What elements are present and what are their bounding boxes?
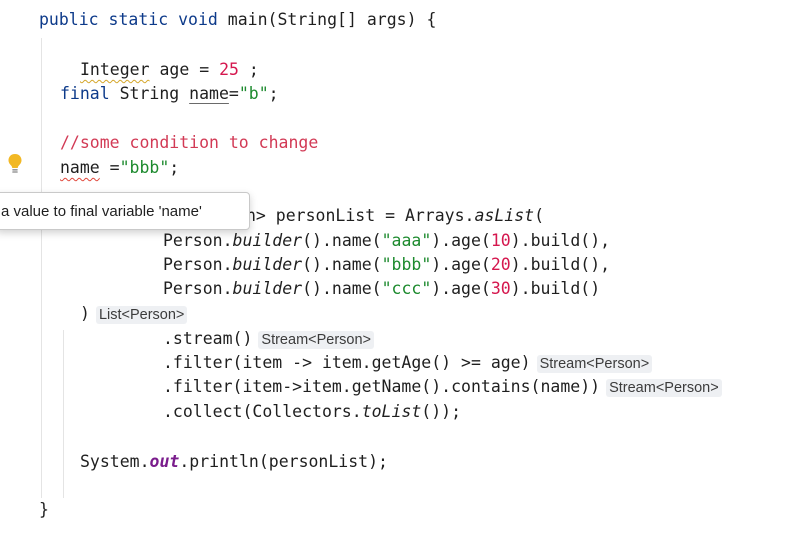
method-builder: builder bbox=[232, 279, 303, 298]
final-reassign-error[interactable]: name bbox=[60, 158, 100, 177]
age-assignment: age = bbox=[149, 60, 220, 79]
method-name-call: ().name( bbox=[302, 279, 382, 298]
lightbulb-icon[interactable] bbox=[7, 153, 23, 175]
method-build-call: ).build() bbox=[510, 279, 601, 298]
code-line-builder-bbb[interactable]: Person.builder().name("bbb").age(20).bui… bbox=[163, 253, 610, 277]
list-declaration: n> personList = Arrays. bbox=[246, 206, 475, 225]
string-literal: "b" bbox=[238, 84, 269, 103]
keyword-void: void bbox=[178, 10, 218, 29]
number-literal: 25 bbox=[219, 60, 239, 79]
code-line-close-paren[interactable]: ) List<Person> bbox=[80, 302, 188, 326]
filter-name-call: .filter(item->item.getName().contains(na… bbox=[163, 377, 601, 396]
method-tolist: toList bbox=[361, 402, 422, 421]
code-line-method-signature[interactable]: public static void main(String[] args) { bbox=[39, 8, 436, 32]
code-line-filter-age[interactable]: .filter(item -> item.getAge() >= age) Str… bbox=[163, 351, 653, 375]
stream-call: .stream() bbox=[163, 329, 253, 348]
method-age-call: ).age( bbox=[431, 255, 491, 274]
class-system: System. bbox=[80, 452, 150, 471]
method-age-call: ).age( bbox=[431, 279, 491, 298]
method-build-call: ).build(), bbox=[510, 255, 611, 274]
indent-guide bbox=[63, 330, 64, 498]
string-literal: "bbb" bbox=[119, 158, 170, 177]
close-parens: ()); bbox=[421, 402, 462, 421]
string-literal: "ccc" bbox=[381, 279, 432, 298]
comment-text: //some condition to change bbox=[60, 133, 319, 152]
number-literal: 20 bbox=[490, 255, 511, 274]
tooltip-text: a value to final variable 'name' bbox=[1, 203, 202, 220]
number-literal: 30 bbox=[490, 279, 511, 298]
code-line-closing-brace[interactable]: } bbox=[39, 498, 49, 522]
code-line-stream[interactable]: .stream() Stream<Person> bbox=[163, 327, 375, 351]
variable-name[interactable]: name bbox=[189, 84, 229, 103]
method-name-call: ().name( bbox=[302, 255, 382, 274]
assign-operator: = bbox=[228, 84, 239, 103]
open-paren: ( bbox=[534, 206, 545, 225]
type-hint-stream: Stream<Person> bbox=[536, 355, 653, 373]
code-line-name-reassignment[interactable]: name ="bbb"; bbox=[60, 156, 179, 180]
statement-end: ; bbox=[169, 158, 180, 177]
type-hint-stream: Stream<Person> bbox=[258, 331, 375, 349]
field-out: out bbox=[149, 452, 180, 471]
collect-call: .collect(Collectors. bbox=[163, 402, 362, 421]
number-literal: 10 bbox=[490, 231, 511, 250]
filter-age-call: .filter(item -> item.getAge() >= age) bbox=[163, 353, 531, 372]
closing-brace: } bbox=[39, 500, 49, 519]
code-line-age-declaration[interactable]: Integer age = 25 ; bbox=[80, 58, 259, 82]
statement-end: ; bbox=[238, 60, 259, 79]
method-builder: builder bbox=[232, 255, 303, 274]
method-aslist: asList bbox=[474, 206, 535, 225]
code-line-collect[interactable]: .collect(Collectors.toList()); bbox=[163, 400, 461, 424]
string-literal: "bbb" bbox=[381, 255, 432, 274]
type-string: String bbox=[109, 84, 190, 103]
keyword-public: public bbox=[39, 10, 99, 29]
keyword-final: final bbox=[60, 84, 110, 103]
method-age-call: ).age( bbox=[431, 231, 491, 250]
code-line-filter-name[interactable]: .filter(item->item.getName().contains(na… bbox=[163, 375, 722, 399]
method-build-call: ).build(), bbox=[510, 231, 611, 250]
code-line-name-declaration[interactable]: final String name="b"; bbox=[60, 82, 279, 106]
method-builder: builder bbox=[232, 231, 303, 250]
class-person: Person. bbox=[163, 255, 233, 274]
code-line-println[interactable]: System.out.println(personList); bbox=[80, 450, 388, 474]
type-hint-list: List<Person> bbox=[95, 306, 188, 324]
indent-guide bbox=[41, 38, 42, 498]
close-paren: ) bbox=[80, 304, 90, 323]
println-call: .println(personList); bbox=[179, 452, 388, 471]
statement-end: ; bbox=[268, 84, 279, 103]
class-person: Person. bbox=[163, 231, 233, 250]
keyword-static: static bbox=[108, 10, 169, 29]
class-person: Person. bbox=[163, 279, 233, 298]
method-declaration: main(String[] args) { bbox=[227, 10, 437, 29]
assign-operator: = bbox=[99, 158, 120, 177]
method-name-call: ().name( bbox=[302, 231, 382, 250]
string-literal: "aaa" bbox=[381, 231, 432, 250]
code-line-builder-ccc[interactable]: Person.builder().name("ccc").age(30).bui… bbox=[163, 277, 600, 301]
error-tooltip: a value to final variable 'name' bbox=[0, 192, 250, 230]
code-line-comment[interactable]: //some condition to change bbox=[60, 131, 318, 155]
code-line-person-list[interactable]: n> personList = Arrays.asList( bbox=[246, 204, 544, 228]
code-line-builder-aaa[interactable]: Person.builder().name("aaa").age(10).bui… bbox=[163, 229, 610, 253]
integer-type-warning[interactable]: Integer bbox=[80, 60, 150, 79]
type-hint-stream: Stream<Person> bbox=[606, 379, 722, 397]
